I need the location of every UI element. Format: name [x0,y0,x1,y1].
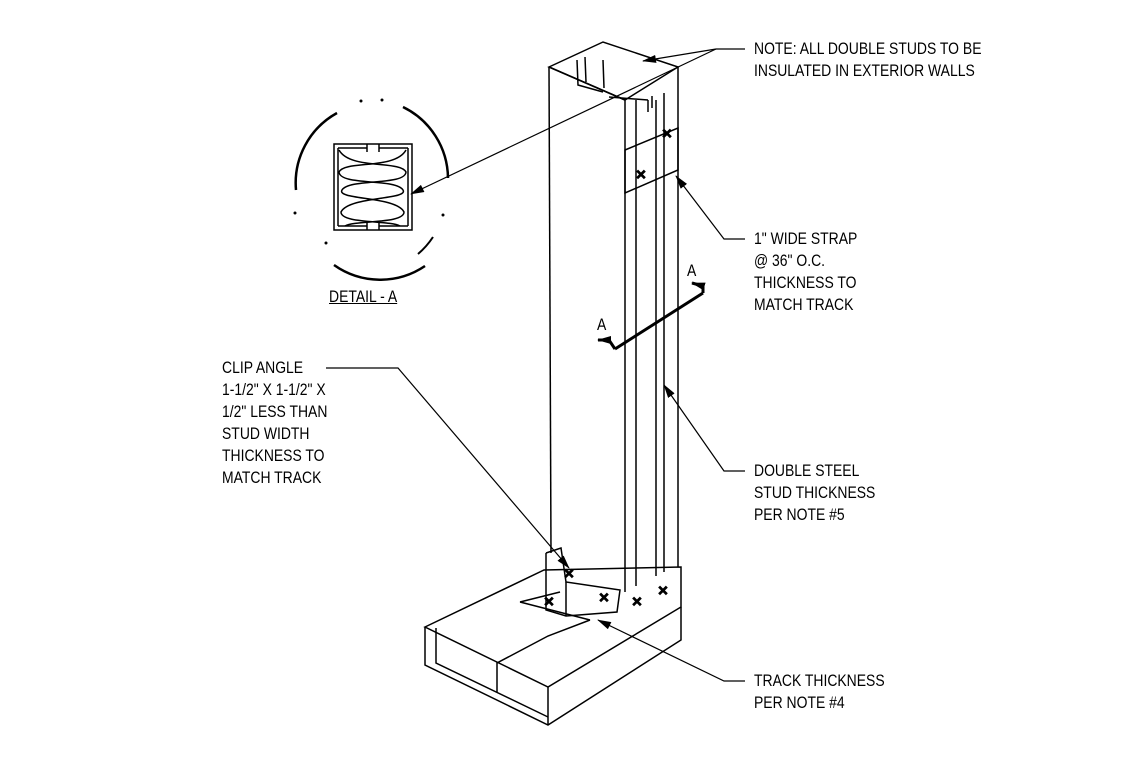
bottom-track [423,566,682,726]
double-steel-stud [547,41,680,592]
double-stud-line-2: STUD THICKNESS [754,483,876,502]
svg-text:×: × [658,581,668,600]
detail-a-title: DETAIL - A [329,287,398,306]
insulated-stud-section [333,143,413,231]
clip-angle-line-2: 1-1/2" X 1-1/2" X [222,380,326,399]
track-line-1: TRACK THICKNESS [754,671,885,690]
insulation-note: NOTE: ALL DOUBLE STUDS TO BE INSULATED I… [754,38,981,82]
svg-text:×: × [599,588,609,607]
strap-plate: × × [624,123,679,195]
clip-angle: × × × × × [543,547,669,617]
clip-angle-line-5: THICKNESS TO [222,446,325,465]
clip-angle-line-3: 1/2" LESS THAN [222,402,328,421]
clip-angle-callout: CLIP ANGLE 1-1/2" X 1-1/2" X 1/2" LESS T… [222,357,327,489]
leader-lines [326,48,745,682]
double-stud-callout: DOUBLE STEEL STUD THICKNESS PER NOTE #5 [754,460,875,526]
section-marker-upper: A [687,261,697,280]
section-marker-lower: A [597,315,607,334]
note-line-2: INSULATED IN EXTERIOR WALLS [754,61,975,80]
double-stud-line-3: PER NOTE #5 [754,505,845,524]
track-line-2: PER NOTE #4 [754,693,845,712]
detail-a-callout [293,98,450,281]
clip-angle-line-6: MATCH TRACK [222,468,322,487]
svg-text:×: × [564,564,574,583]
clip-angle-line-4: STUD WIDTH [222,424,310,443]
svg-text:×: × [632,592,642,611]
note-line-1: NOTE: ALL DOUBLE STUDS TO BE [754,39,982,58]
strap-line-2: @ 36" O.C. [754,251,826,270]
strap-line-1: 1" WIDE STRAP [754,229,858,248]
svg-text:×: × [544,592,554,611]
section-cut-a-a [597,281,706,351]
double-stud-line-1: DOUBLE STEEL [754,461,860,480]
svg-text:×: × [662,124,672,143]
strap-line-4: MATCH TRACK [754,295,854,314]
clip-angle-line-1: CLIP ANGLE [222,358,304,377]
svg-text:×: × [636,165,646,184]
strap-line-3: THICKNESS TO [754,273,857,292]
strap-callout: 1" WIDE STRAP @ 36" O.C. THICKNESS TO MA… [754,228,857,316]
track-callout: TRACK THICKNESS PER NOTE #4 [754,670,885,714]
